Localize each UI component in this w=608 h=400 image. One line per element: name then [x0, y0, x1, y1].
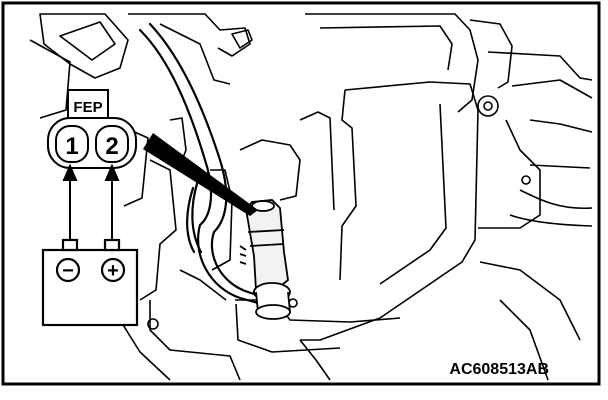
pointer-arrow-icon: [143, 133, 258, 216]
terminal-1-label: 1: [65, 133, 78, 160]
figure-code: AC608513AB: [449, 361, 549, 378]
connector-icon: [47, 89, 137, 169]
positive-symbol: +: [107, 260, 119, 282]
test-leads: [62, 163, 120, 242]
sensor-connector: [239, 199, 291, 320]
lead-2-arrowhead-icon: [104, 163, 120, 181]
lead-1-arrowhead-icon: [62, 163, 78, 181]
battery-neg-post: [61, 238, 79, 252]
battery-icon: [41, 238, 139, 327]
connector-label: FEP: [73, 99, 102, 116]
battery-neg-terminal: [55, 257, 81, 283]
terminal-2-label: 2: [105, 133, 118, 160]
engine-outline: [29, 13, 593, 381]
terminal-2-outline: [95, 125, 129, 163]
battery-pos-post: [103, 238, 121, 252]
negative-symbol: −: [62, 260, 74, 282]
battery-pos-terminal: [100, 257, 126, 283]
battery-body: [41, 248, 139, 327]
terminal-1-outline: [55, 125, 89, 163]
